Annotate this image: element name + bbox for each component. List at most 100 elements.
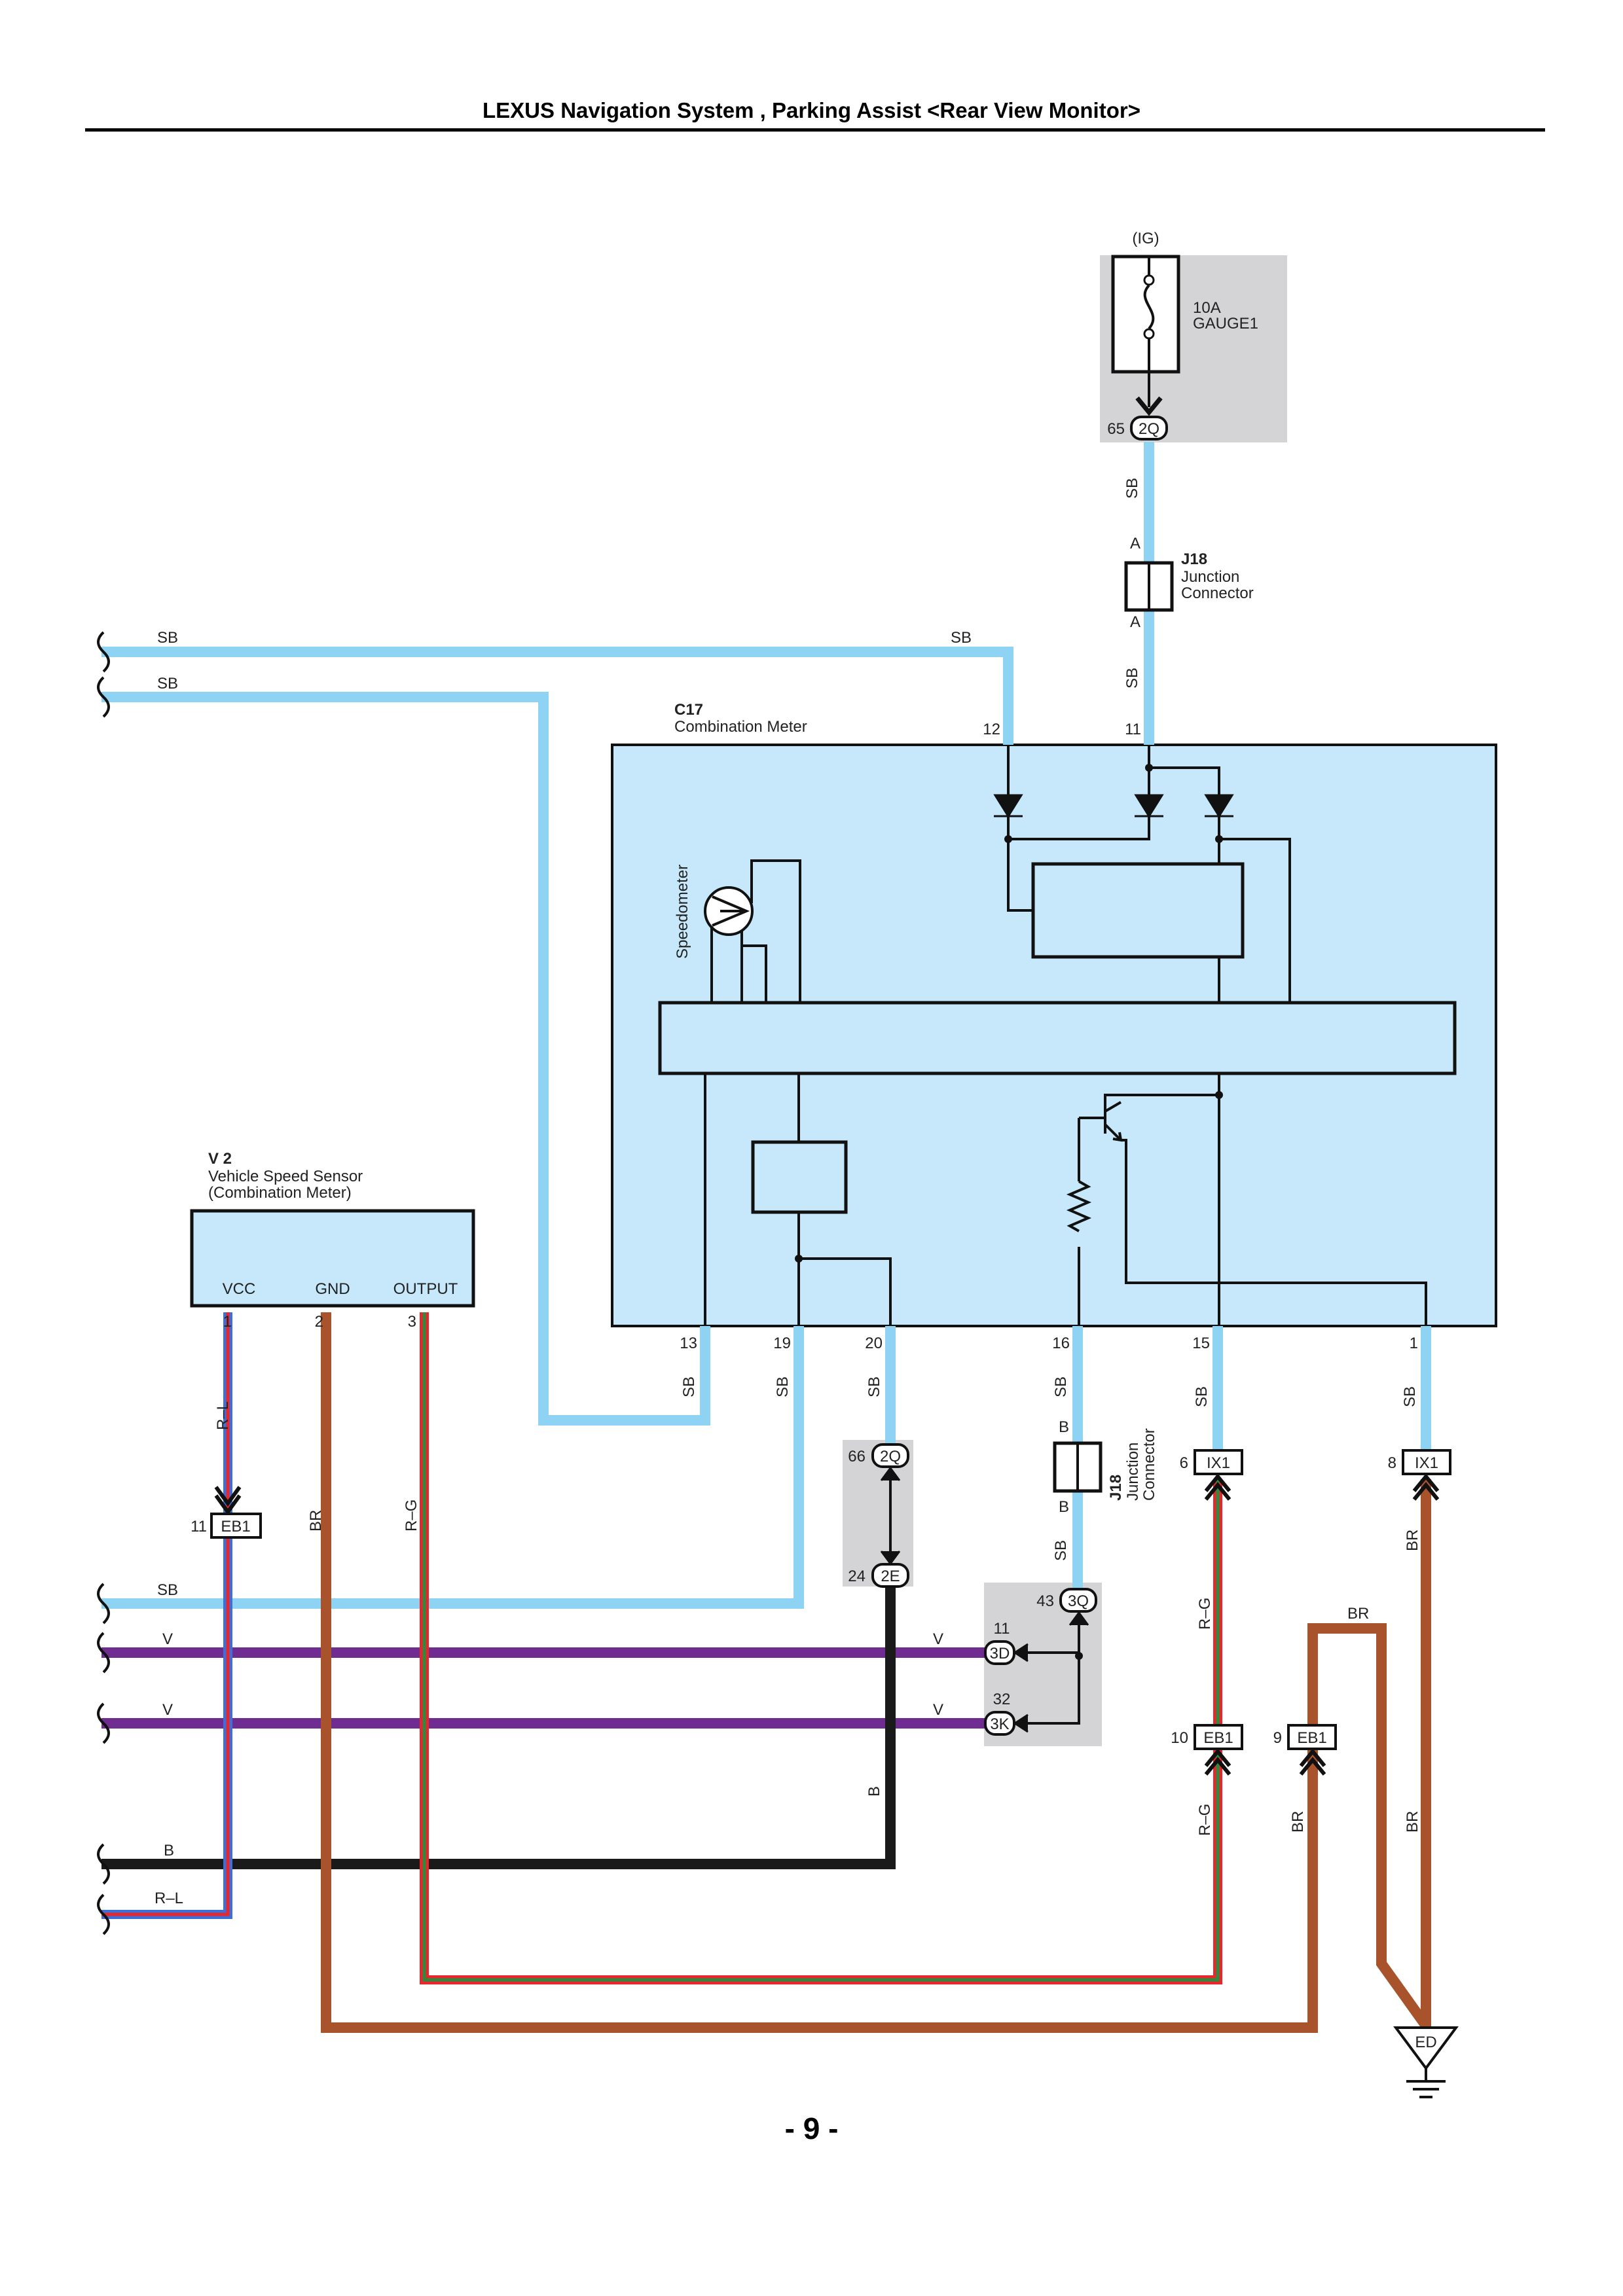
- connector-eb1-10: [1194, 1724, 1243, 1776]
- v-wires: [101, 1647, 985, 1729]
- speed-sensor-vcc: VCC: [223, 1280, 256, 1298]
- fuse-source: (IG): [1132, 230, 1159, 247]
- j18-bottom-pin-in: B: [1059, 1418, 1069, 1436]
- j18-top-pin-in: A: [1130, 535, 1140, 552]
- connector-eb1-10-name: EB1: [1203, 1729, 1233, 1747]
- wire-label-v: V: [933, 1630, 943, 1648]
- wire-label-sb: SB: [866, 1376, 883, 1397]
- j18-bottom-code: J18: [1107, 1475, 1125, 1501]
- meter-ic-block: [751, 1140, 848, 1214]
- wire-label-b: B: [866, 1786, 883, 1797]
- connector-eb1-10-pin: 10: [1171, 1729, 1188, 1747]
- meter-pin-16: 16: [1052, 1335, 1070, 1352]
- b-wire: [101, 1585, 896, 1869]
- connector-3k-name: 3K: [990, 1715, 1009, 1733]
- wire-label-v: V: [162, 1630, 173, 1648]
- speed-sensor-pin-1: 1: [223, 1313, 232, 1331]
- wire-label-sb: SB: [1052, 1540, 1070, 1561]
- fuse-name: GAUGE1: [1193, 315, 1258, 332]
- connector-eb1-11-name: EB1: [221, 1518, 250, 1535]
- speedometer-label: Speedometer: [674, 865, 691, 959]
- meter-pin-20: 20: [865, 1335, 883, 1352]
- j18-bottom-line1: Junction: [1124, 1443, 1142, 1501]
- connector-3d-name: 3D: [990, 1645, 1010, 1662]
- wire-label-br: BR: [307, 1510, 325, 1532]
- speed-sensor-sub: (Combination Meter): [208, 1184, 352, 1202]
- r-g-wires: [420, 1312, 1222, 1984]
- wire-label-br: BR: [1289, 1811, 1307, 1833]
- connector-3q-pin: 43: [1036, 1592, 1054, 1610]
- wire-label-rg: R–G: [1196, 1804, 1214, 1836]
- wire-label-rg: R–G: [1196, 1598, 1214, 1630]
- speed-sensor-code: V 2: [208, 1150, 232, 1168]
- resistor-icon: [1066, 1180, 1092, 1232]
- wire-label-b: B: [164, 1842, 174, 1859]
- speed-sensor-name: Vehicle Speed Sensor: [208, 1168, 363, 1185]
- connector-ix1-6-pin: 6: [1180, 1454, 1188, 1472]
- transistor-icon: [1079, 1101, 1123, 1142]
- connector-3k-pin: 32: [993, 1691, 1011, 1708]
- page-number: - 9 -: [784, 2111, 839, 2145]
- j18-top-code: J18: [1181, 550, 1207, 568]
- connector-3q-3d-3k: [984, 1588, 1097, 1736]
- connector-eb1-9-name: EB1: [1297, 1729, 1326, 1747]
- connector-ix1-8: [1402, 1449, 1451, 1501]
- wire-label-v: V: [933, 1701, 943, 1719]
- wire-label-rl: R–L: [214, 1401, 232, 1430]
- wire-label-rg: R–G: [403, 1499, 420, 1532]
- wire-label-sb: SB: [680, 1376, 698, 1397]
- meter-cpu-block: [658, 1001, 1457, 1075]
- meter-pin-12: 12: [983, 721, 1000, 738]
- connector-eb1-9-pin: 9: [1273, 1729, 1282, 1747]
- wire-label-sb: SB: [157, 1581, 178, 1599]
- connector-2e-24-pin: 24: [848, 1568, 866, 1585]
- wire-label-sb: SB: [774, 1376, 792, 1397]
- connector-eb1-9: [1287, 1724, 1337, 1776]
- connector-2q-top: [1130, 416, 1168, 440]
- meter-pin-15: 15: [1192, 1335, 1210, 1352]
- fuse-gauge1: [1111, 255, 1180, 416]
- wire-label-sb: SB: [1052, 1376, 1070, 1397]
- j18-top-pin-out: A: [1130, 613, 1140, 631]
- meter-pin-19: 19: [773, 1335, 791, 1352]
- wire-label-br: BR: [1404, 1530, 1421, 1551]
- speed-sensor-output: OUTPUT: [393, 1280, 458, 1298]
- connector-2q-66-name: 2Q: [880, 1448, 901, 1465]
- connector-2e-24-name: 2E: [881, 1568, 900, 1585]
- j18-top-line1: Junction: [1181, 568, 1239, 586]
- speed-sensor-pin-3: 3: [408, 1313, 416, 1331]
- wire-label-sb: SB: [1123, 478, 1141, 499]
- speed-sensor-gnd: GND: [315, 1280, 350, 1298]
- connector-ix1-6-name: IX1: [1207, 1454, 1230, 1472]
- speedometer-icon: [704, 886, 754, 936]
- wire-label-sb: SB: [951, 629, 972, 647]
- sb-wires: [101, 442, 1431, 1609]
- connector-3q-name: 3Q: [1068, 1592, 1089, 1610]
- r-l-wire: [101, 1312, 232, 1919]
- j18-top-line2: Connector: [1181, 584, 1254, 602]
- wire-label-br: BR: [1404, 1811, 1421, 1833]
- wire-label-v: V: [162, 1701, 173, 1719]
- speed-sensor-box: [190, 1209, 475, 1308]
- connector-2e-24: [871, 1563, 909, 1588]
- j18-bottom-pin-out: B: [1059, 1498, 1069, 1516]
- wire-label-sb: SB: [157, 629, 178, 647]
- meter-pin-1: 1: [1410, 1335, 1418, 1352]
- meter-internal-circuit: [704, 745, 1427, 1326]
- ground-icon: [1393, 2026, 1459, 2098]
- wire-label-sb: SB: [1193, 1386, 1211, 1407]
- j18-bottom-line2: Connector: [1140, 1428, 1158, 1501]
- diode-icons: [993, 794, 1234, 818]
- wire-label-sb: SB: [157, 675, 178, 692]
- page-title: LEXUS Navigation System , Parking Assist…: [483, 98, 1140, 122]
- wire-label-br: BR: [1347, 1605, 1369, 1623]
- meter-display-block: [1031, 862, 1245, 959]
- connector-ix1-6: [1194, 1449, 1243, 1501]
- meter-pin-13: 13: [680, 1335, 697, 1352]
- br-wires: [321, 1312, 1431, 2033]
- connector-3d-pin: 11: [994, 1620, 1010, 1638]
- header-rule: [85, 128, 1545, 132]
- wire-color-labels: SB SB SB SB SB SB SB SB SB SB SB SB SB V…: [155, 478, 1421, 1907]
